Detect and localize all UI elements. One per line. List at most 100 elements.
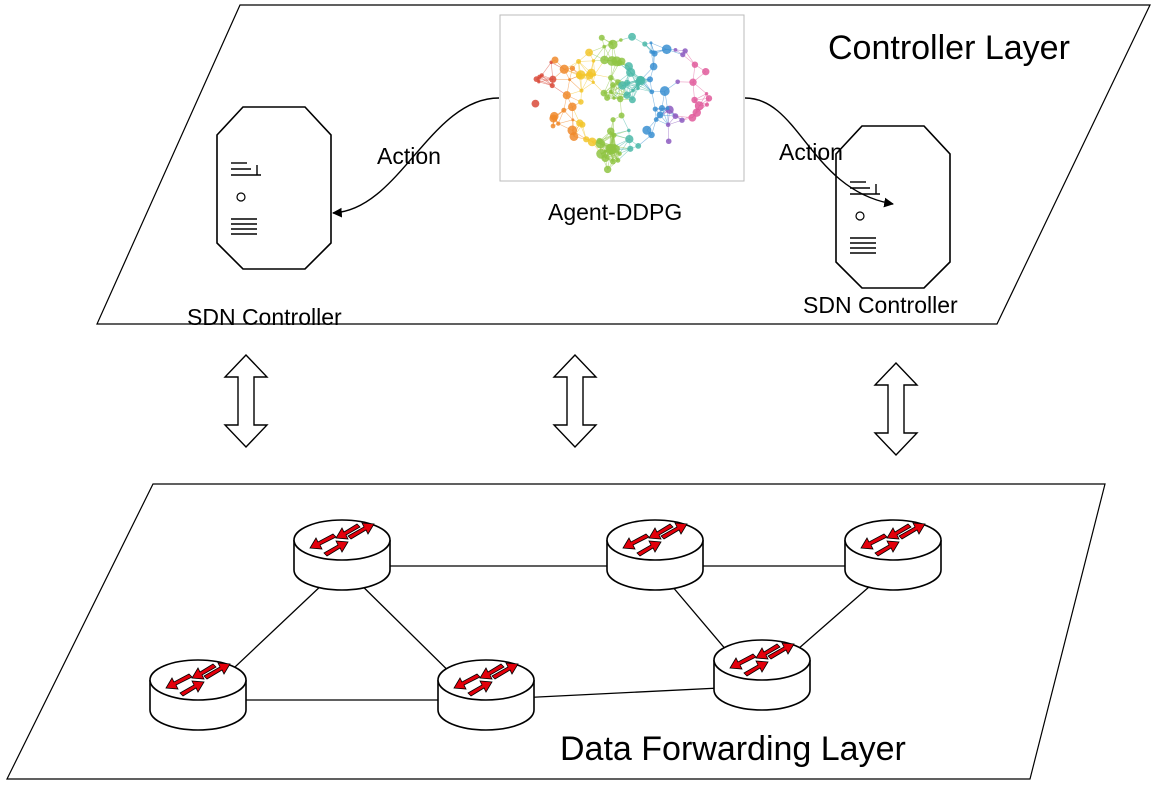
brain-node — [624, 62, 633, 71]
brain-node — [642, 125, 652, 135]
brain-edge — [593, 46, 605, 62]
brain-node — [628, 32, 636, 41]
bidirectional-arrow-icon — [874, 362, 918, 456]
brain-node — [550, 123, 556, 129]
brain-node — [567, 125, 578, 136]
brain-node — [618, 81, 627, 90]
brain-node — [598, 34, 605, 41]
router-icon — [293, 519, 391, 591]
brain-node — [649, 89, 655, 95]
brain-node — [635, 83, 640, 88]
brain-node — [627, 128, 631, 133]
brain-node — [659, 86, 670, 96]
brain-node — [591, 59, 596, 63]
brain-node — [608, 89, 613, 94]
brain-node — [608, 74, 614, 81]
brain-node — [531, 99, 540, 108]
brain-node — [568, 78, 572, 82]
agent-label: Agent-DDPG — [548, 199, 682, 225]
brain-node — [651, 50, 658, 57]
brain-node — [649, 62, 658, 71]
brain-node — [694, 101, 704, 111]
action-label-right: Action — [779, 139, 843, 165]
brain-node — [585, 48, 593, 57]
brain-node — [705, 95, 713, 102]
brain-node — [618, 112, 625, 119]
brain-node — [689, 78, 697, 86]
brain-edge — [637, 84, 652, 93]
brain-node — [576, 58, 582, 64]
inter-layer-links — [224, 354, 918, 456]
sdn-controller-right-label: SDN Controller — [803, 292, 958, 318]
brain-node — [559, 64, 569, 74]
brain-node — [610, 132, 615, 137]
brain-node — [533, 76, 540, 83]
brain-node — [631, 88, 635, 93]
brain-edge — [651, 91, 656, 110]
brain-node — [612, 96, 616, 100]
brain-node — [610, 117, 616, 123]
brain-node — [665, 106, 670, 111]
brain-node — [583, 136, 590, 143]
brain-node — [619, 38, 623, 42]
data-layer-plane — [6, 483, 1106, 780]
sdn-controller-right: SDN Controller — [803, 125, 958, 318]
brain-node — [673, 47, 678, 52]
brain-node — [625, 135, 634, 144]
action-arrow-right — [744, 97, 894, 208]
brain-node — [688, 113, 697, 122]
agent-ddpg-node: Agent-DDPG — [499, 14, 745, 225]
brain-node — [569, 65, 576, 72]
brain-node — [551, 56, 559, 64]
brain-node — [653, 117, 659, 122]
router-icon — [713, 639, 811, 711]
router-icon — [844, 519, 942, 591]
brain-node — [628, 96, 636, 104]
brain-edge — [569, 79, 582, 91]
brain-node — [704, 91, 709, 96]
brain-node — [602, 44, 607, 49]
brain-node — [675, 79, 680, 85]
brain-node — [635, 143, 642, 149]
brain-node — [617, 95, 624, 103]
brain-node — [665, 138, 672, 145]
brain-node — [642, 41, 648, 47]
brain-node — [704, 102, 710, 107]
brain-node — [549, 82, 555, 89]
brain-node — [636, 86, 640, 91]
sdn-controller-left-label: SDN Controller — [187, 304, 342, 330]
brain-node — [610, 82, 616, 88]
brain-node — [623, 91, 631, 99]
brain-node — [600, 89, 608, 97]
brain-node — [649, 41, 653, 45]
brain-node — [691, 61, 699, 68]
brain-node — [576, 119, 584, 127]
brain-node — [587, 137, 597, 147]
brain-node — [665, 122, 671, 128]
controller-layer: Controller Layer Agent-DDPG SDN Controll… — [96, 4, 1151, 330]
brain-node — [640, 76, 645, 81]
brain-node — [610, 158, 616, 165]
brain-node — [556, 121, 561, 126]
server-tower-icon — [835, 125, 951, 289]
brain-node — [578, 99, 584, 105]
brain-node — [615, 157, 621, 163]
brain-node — [617, 151, 622, 156]
brain-node — [600, 55, 609, 65]
brain-node — [603, 165, 612, 174]
brain-node — [561, 107, 567, 113]
brain-node — [579, 88, 584, 93]
action-arrow-left — [332, 97, 500, 218]
brain-node — [604, 94, 611, 101]
brain-node — [549, 75, 557, 83]
brain-node — [571, 118, 575, 122]
brain-node — [609, 40, 613, 45]
brain-node — [627, 145, 634, 152]
brain-node — [702, 67, 710, 76]
brain-node — [576, 70, 586, 80]
data-forwarding-layer: Data Forwarding Layer — [6, 483, 1106, 780]
bidirectional-arrow-icon — [224, 354, 268, 448]
sdn-controller-left: SDN Controller — [187, 106, 342, 330]
brain-edge — [558, 119, 573, 124]
brain-node — [591, 80, 595, 84]
